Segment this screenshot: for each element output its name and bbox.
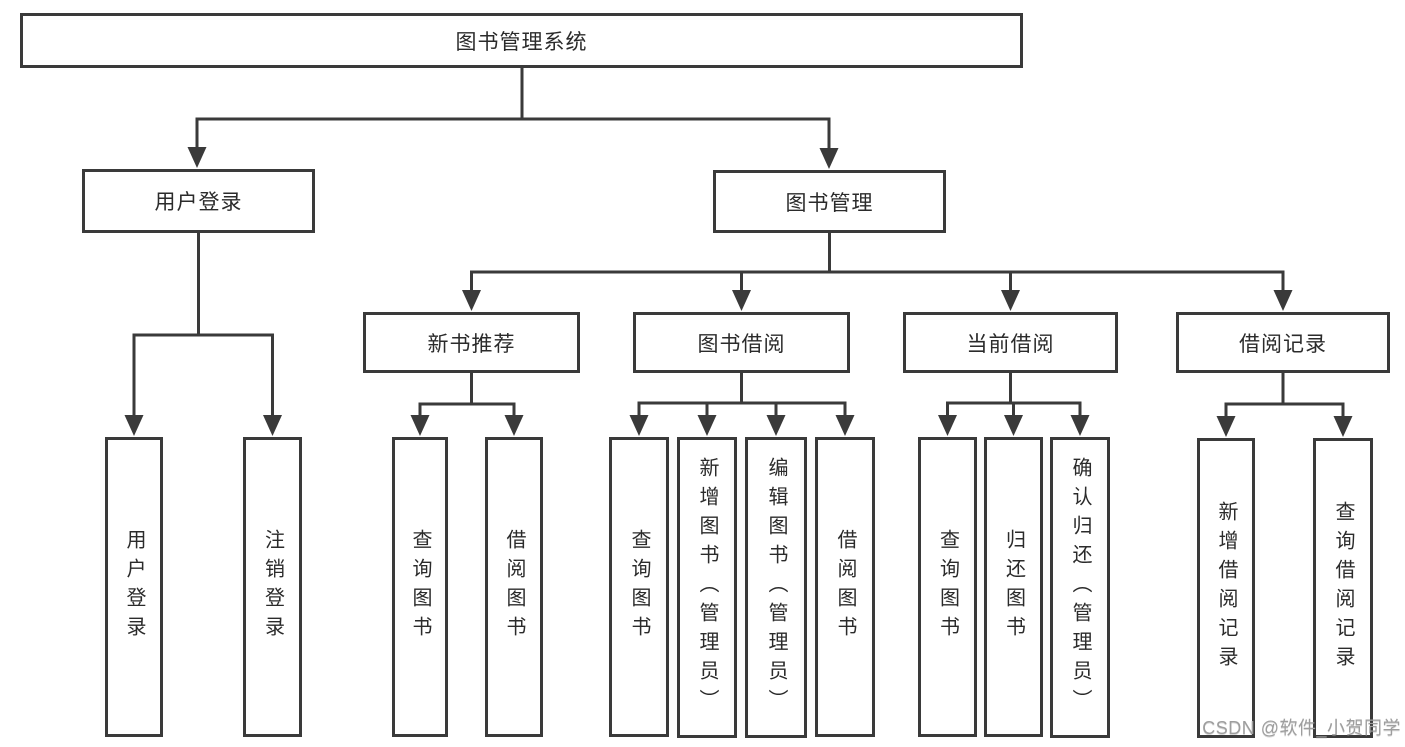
- leaf-query-book-2: 查询图书: [609, 437, 669, 737]
- connector-borrow-branch: [637, 373, 847, 422]
- leaf-logout: 注销登录: [243, 437, 302, 737]
- node-root: 图书管理系统: [20, 13, 1023, 68]
- leaf-borrow-book-2-label: 借阅图书: [834, 529, 856, 645]
- node-new-book-recommend-label: 新书推荐: [427, 332, 516, 356]
- leaf-borrow-book-1-label: 借阅图书: [503, 529, 525, 645]
- leaf-user-login: 用户登录: [105, 437, 163, 737]
- leaf-query-book-2-label: 查询图书: [628, 529, 650, 645]
- leaf-query-book-1: 查询图书: [392, 437, 448, 737]
- node-user-login: 用户登录: [82, 169, 315, 233]
- connector-newbook-branch: [418, 373, 516, 422]
- connector-current-branch: [946, 373, 1082, 422]
- leaf-query-book-3: 查询图书: [918, 437, 977, 737]
- node-new-book-recommend: 新书推荐: [363, 312, 580, 373]
- leaf-borrow-book-1: 借阅图书: [485, 437, 543, 737]
- node-root-label: 图书管理系统: [455, 30, 588, 54]
- connector-root-branch: [195, 68, 831, 155]
- arrowheads: [124, 147, 1353, 437]
- connector-login-branch: [132, 233, 274, 422]
- leaf-logout-label: 注销登录: [261, 529, 284, 645]
- leaf-edit-book-admin-label: 编辑图书（管理员）: [765, 457, 787, 718]
- leaf-user-login-label: 用户登录: [123, 529, 145, 645]
- leaf-query-book-1-label: 查询图书: [409, 529, 431, 645]
- leaf-confirm-return-admin-label: 确认归还（管理员）: [1069, 457, 1091, 718]
- leaf-return-book: 归还图书: [984, 437, 1043, 737]
- node-borrow-record: 借阅记录: [1176, 312, 1390, 373]
- leaf-add-book-admin: 新增图书（管理员）: [677, 437, 737, 738]
- leaf-edit-book-admin: 编辑图书（管理员）: [745, 437, 807, 738]
- node-book-management-label: 图书管理: [785, 191, 874, 215]
- node-user-login-label: 用户登录: [154, 191, 243, 214]
- leaf-add-borrow-record-label: 新增借阅记录: [1215, 501, 1237, 675]
- leaf-borrow-book-2: 借阅图书: [815, 437, 875, 737]
- leaf-return-book-label: 归还图书: [1002, 529, 1025, 645]
- node-current-borrow: 当前借阅: [903, 312, 1118, 373]
- node-borrow-record-label: 借阅记录: [1239, 332, 1327, 356]
- node-book-borrow-label: 图书借阅: [697, 332, 786, 356]
- leaf-query-book-3-label: 查询图书: [936, 529, 959, 645]
- connector-record-branch: [1224, 373, 1345, 423]
- node-book-management: 图书管理: [713, 170, 946, 233]
- leaf-query-borrow-record: 查询借阅记录: [1313, 438, 1373, 738]
- leaf-confirm-return-admin: 确认归还（管理员）: [1050, 437, 1110, 738]
- csdn-watermark: CSDN @软件_小贺同学: [1202, 718, 1401, 738]
- leaf-add-book-admin-label: 新增图书（管理员）: [696, 457, 718, 718]
- leaf-query-borrow-record-label: 查询借阅记录: [1332, 501, 1354, 675]
- connector-bookmgmt-branch: [470, 233, 1285, 297]
- node-current-borrow-label: 当前借阅: [966, 332, 1055, 356]
- node-book-borrow: 图书借阅: [633, 312, 850, 373]
- leaf-add-borrow-record: 新增借阅记录: [1197, 438, 1255, 738]
